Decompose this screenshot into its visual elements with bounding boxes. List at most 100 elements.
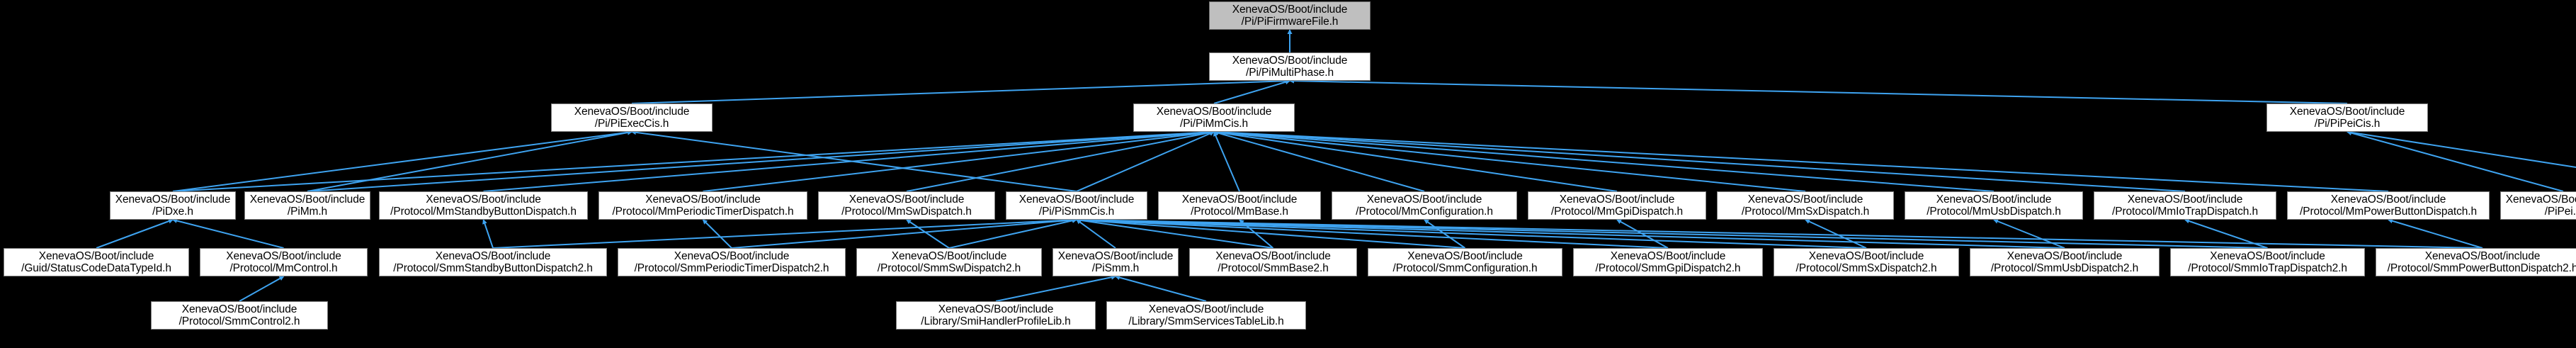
- node-label-line2: /PiDxe.h: [152, 206, 193, 218]
- graph-edge: [172, 218, 284, 249]
- graph-edge: [172, 130, 632, 192]
- graph-node[interactable]: XenevaOS/Boot/include/Protocol/SmmPowerB…: [2376, 248, 2576, 276]
- node-label-line2: /PiMm.h: [287, 206, 328, 218]
- graph-node[interactable]: XenevaOS/Boot/include/Protocol/MmPeriodi…: [598, 191, 807, 220]
- node-label-line2: /Protocol/SmmStandbyButtonDispatch2.h: [393, 262, 593, 274]
- graph-node[interactable]: XenevaOS/Boot/include/Protocol/MmBase.h: [1158, 191, 1321, 220]
- graph-edge: [1213, 129, 2389, 192]
- graph-node[interactable]: XenevaOS/Boot/include/Library/SmmService…: [1106, 301, 1306, 330]
- graph-node[interactable]: XenevaOS/Boot/include/Protocol/SmmGpiDis…: [1573, 248, 1763, 276]
- node-label-line2: /Library/SmiHandlerProfileLib.h: [921, 315, 1071, 327]
- graph-edge: [1993, 218, 2065, 249]
- graph-node[interactable]: XenevaOS/Boot/include/Protocol/MmControl…: [200, 248, 368, 276]
- graph-edge: [1213, 130, 1806, 192]
- graph-edge: [2184, 218, 2268, 249]
- graph-node[interactable]: XenevaOS/Boot/include/Protocol/SmmIoTrap…: [2170, 248, 2365, 276]
- graph-edge: [1076, 217, 2268, 249]
- node-label-line1: XenevaOS/Boot/include: [1407, 249, 1523, 262]
- graph-edge: [1076, 217, 1867, 249]
- graph-node[interactable]: XenevaOS/Boot/include/Protocol/MmUsbDisp…: [1905, 191, 2083, 220]
- node-label-line2: /Protocol/MmPeriodicTimerDispatch.h: [612, 206, 794, 218]
- graph-edge: [1213, 130, 1618, 192]
- graph-node[interactable]: XenevaOS/Boot/include/Library/SmiHandler…: [896, 301, 1096, 330]
- graph-edge: [2347, 130, 2564, 192]
- graph-edge: [1424, 219, 1466, 249]
- graph-edge: [1213, 79, 1290, 104]
- node-label-line1: XenevaOS/Boot/include: [2330, 193, 2446, 206]
- node-label-line1: XenevaOS/Boot/include: [2424, 249, 2541, 262]
- node-label-line1: XenevaOS/Boot/include: [1808, 249, 1924, 262]
- node-label-line1: XenevaOS/Boot/include: [2210, 249, 2325, 262]
- graph-edge: [1805, 219, 1867, 249]
- graph-edge: [1616, 219, 1669, 249]
- graph-edge: [1076, 131, 1215, 192]
- node-label-line1: XenevaOS/Boot/include: [181, 303, 297, 315]
- graph-node[interactable]: XenevaOS/Boot/include/PiPei.h: [2500, 191, 2576, 220]
- graph-edge: [702, 219, 732, 249]
- node-label-line2: /Pi/PiPeiCis.h: [2314, 118, 2381, 130]
- node-label-line1: XenevaOS/Boot/include: [1559, 193, 1675, 206]
- graph-node[interactable]: XenevaOS/Boot/include/Protocol/MmGpiDisp…: [1528, 191, 1706, 220]
- node-label-line1: XenevaOS/Boot/include: [1366, 193, 1482, 206]
- node-label-line2: /Protocol/SmmSwDispatch2.h: [877, 262, 1021, 274]
- node-label-line2: /PiPei.h: [2544, 206, 2576, 218]
- node-label-line1: XenevaOS/Boot/include: [2127, 193, 2243, 206]
- graph-node[interactable]: XenevaOS/Boot/include/Protocol/SmmConfig…: [1368, 248, 1562, 276]
- graph-edge: [1213, 129, 1995, 192]
- node-label-line2: /Library/SmmServicesTableLib.h: [1128, 315, 1284, 327]
- node-label-line2: /Protocol/SmmGpiDispatch2.h: [1595, 262, 1741, 274]
- graph-node[interactable]: XenevaOS/Boot/include/Pi/PiFirmwareFile.…: [1209, 1, 1371, 30]
- graph-node[interactable]: XenevaOS/Boot/include/Protocol/SmmBase2.…: [1189, 248, 1357, 276]
- graph-node[interactable]: XenevaOS/Boot/include/Protocol/MmSwDispa…: [818, 191, 995, 220]
- node-label-line2: /Protocol/SmmUsbDispatch2.h: [1990, 262, 2139, 274]
- node-label-line1: XenevaOS/Boot/include: [435, 249, 551, 262]
- graph-node[interactable]: XenevaOS/Boot/include/Pi/PiExecCis.h: [551, 103, 713, 132]
- graph-edge: [1115, 275, 1207, 302]
- node-label-line1: XenevaOS/Boot/include: [574, 105, 690, 118]
- graph-node[interactable]: XenevaOS/Boot/include/Protocol/SmmSxDisp…: [1774, 248, 1959, 276]
- graph-node[interactable]: XenevaOS/Boot/include/Protocol/SmmContro…: [151, 301, 328, 330]
- graph-node[interactable]: XenevaOS/Boot/include/Protocol/MmConfigu…: [1332, 191, 1517, 220]
- graph-edge: [96, 218, 174, 249]
- node-label-line1: XenevaOS/Boot/include: [38, 249, 154, 262]
- node-label-line1: XenevaOS/Boot/include: [1156, 105, 1272, 118]
- node-label-line2: /Protocol/SmmBase2.h: [1218, 262, 1329, 274]
- graph-node[interactable]: XenevaOS/Boot/include/Pi/PiSmmCis.h: [1006, 191, 1147, 220]
- graph-node[interactable]: XenevaOS/Boot/include/Pi/PiPeiCis.h: [2266, 103, 2428, 132]
- graph-node[interactable]: XenevaOS/Boot/include/Guid/StatusCodeDat…: [4, 248, 189, 276]
- graph-edge: [906, 219, 950, 249]
- graph-node[interactable]: XenevaOS/Boot/include/Protocol/SmmPeriod…: [618, 248, 846, 276]
- graph-edge: [1076, 217, 1465, 249]
- node-label-line1: XenevaOS/Boot/include: [938, 303, 1054, 315]
- graph-edge: [239, 276, 285, 302]
- node-label-line2: /Protocol/SmmConfiguration.h: [1392, 262, 1538, 274]
- node-label-line1: XenevaOS/Boot/include: [1057, 249, 1174, 262]
- graph-node[interactable]: XenevaOS/Boot/include/Protocol/SmmSwDisp…: [856, 248, 1042, 276]
- node-label-line1: XenevaOS/Boot/include: [2289, 105, 2405, 118]
- graph-node[interactable]: XenevaOS/Boot/include/PiSmm.h: [1052, 248, 1179, 276]
- graph-edge: [1076, 217, 1669, 249]
- node-label-line2: /Protocol/SmmControl2.h: [178, 315, 300, 327]
- graph-node[interactable]: XenevaOS/Boot/include/Pi/PiMultiPhase.h: [1209, 52, 1371, 81]
- graph-node[interactable]: XenevaOS/Boot/include/Protocol/MmIoTrapD…: [2094, 191, 2276, 220]
- graph-edge: [1076, 217, 2065, 249]
- node-label-line2: /Protocol/SmmPeriodicTimerDispatch2.h: [634, 262, 829, 274]
- node-label-line1: XenevaOS/Boot/include: [1232, 54, 1348, 67]
- graph-node[interactable]: XenevaOS/Boot/include/PiDxe.h: [110, 191, 236, 220]
- node-label-line1: XenevaOS/Boot/include: [1232, 3, 1348, 16]
- graph-node[interactable]: XenevaOS/Boot/include/Protocol/MmStandby…: [379, 191, 588, 220]
- graph-edge: [703, 130, 1215, 192]
- graph-node[interactable]: XenevaOS/Boot/include/PiMm.h: [244, 191, 370, 220]
- graph-node[interactable]: XenevaOS/Boot/include/Pi/PiMmCis.h: [1133, 103, 1295, 132]
- node-label-line1: XenevaOS/Boot/include: [645, 193, 761, 206]
- graph-node[interactable]: XenevaOS/Boot/include/Protocol/SmmStandb…: [379, 248, 607, 276]
- node-label-line2: /Protocol/MmControl.h: [229, 262, 338, 274]
- graph-node[interactable]: XenevaOS/Boot/include/Protocol/SmmUsbDis…: [1970, 248, 2160, 276]
- node-label-line1: XenevaOS/Boot/include: [249, 193, 365, 206]
- node-label-line2: /Protocol/SmmPowerButtonDispatch2.h: [2387, 262, 2576, 274]
- node-label-line1: XenevaOS/Boot/include: [426, 193, 541, 206]
- graph-edge: [483, 129, 1215, 192]
- graph-node[interactable]: XenevaOS/Boot/include/Protocol/MmSxDispa…: [1717, 191, 1894, 220]
- graph-node[interactable]: XenevaOS/Boot/include/Protocol/MmPowerBu…: [2287, 191, 2490, 220]
